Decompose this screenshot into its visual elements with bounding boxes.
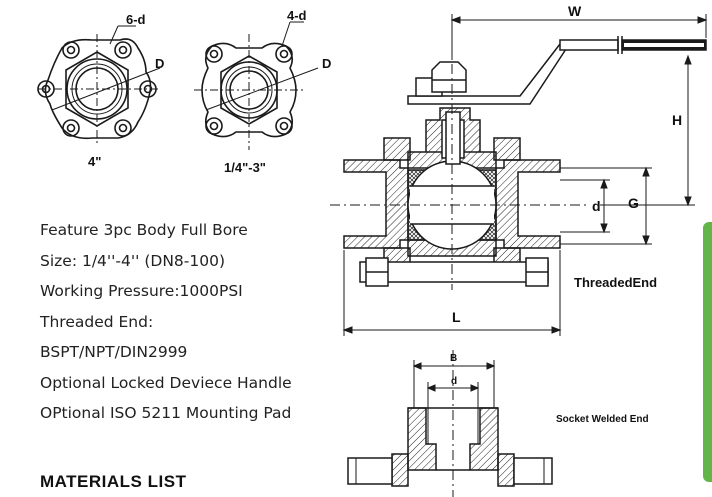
feature-line: OPtional ISO 5211 Mounting Pad [40, 404, 292, 422]
socket-b-label: B [450, 353, 457, 364]
feature-line: Optional Locked Deviece Handle [40, 373, 292, 392]
feature-line: Feature 3pc Body Full Bore [40, 221, 248, 239]
feature-line: BSPT/NPT/DIN2999 [40, 343, 188, 361]
dimension-g-label: G [628, 195, 639, 211]
flange-4in-hole-label: 6-d [126, 12, 146, 27]
valve-handle-grip [559, 36, 707, 54]
dimension-w-label: W [568, 3, 582, 19]
socket-welded-end-label: Socket Welded End [556, 414, 649, 425]
flange-small-dia-label: D [322, 56, 331, 71]
dimension-d-label: d [592, 198, 601, 214]
feature-line: Threaded End: [40, 312, 154, 331]
materials-list-heading: MATERIALS LIST [40, 472, 187, 491]
valve-cross-section [343, 43, 570, 271]
side-accent-tab [703, 222, 712, 482]
socket-d-label: d [451, 376, 457, 387]
feature-line: Size: 1/4''-4'' (DN8-100) [40, 251, 226, 270]
socket-weld-section [347, 407, 553, 487]
valve-body-bolt [359, 257, 549, 287]
dimension-h-label: H [672, 112, 682, 128]
flange-small-hole-label: 4-d [287, 8, 307, 23]
threaded-end-label: ThreadedEnd [574, 275, 657, 290]
feature-line: Working Pressure:1000PSI [40, 282, 243, 300]
feature-list: Feature 3pc Body Full Bore Size: 1/4''-4… [40, 215, 292, 429]
flange-4in-size-label: 4" [88, 154, 101, 169]
flange-4in-dia-label: D [155, 56, 164, 71]
dimension-l-label: L [452, 309, 461, 325]
flange-small-size-label: 1/4"-3" [224, 160, 266, 175]
